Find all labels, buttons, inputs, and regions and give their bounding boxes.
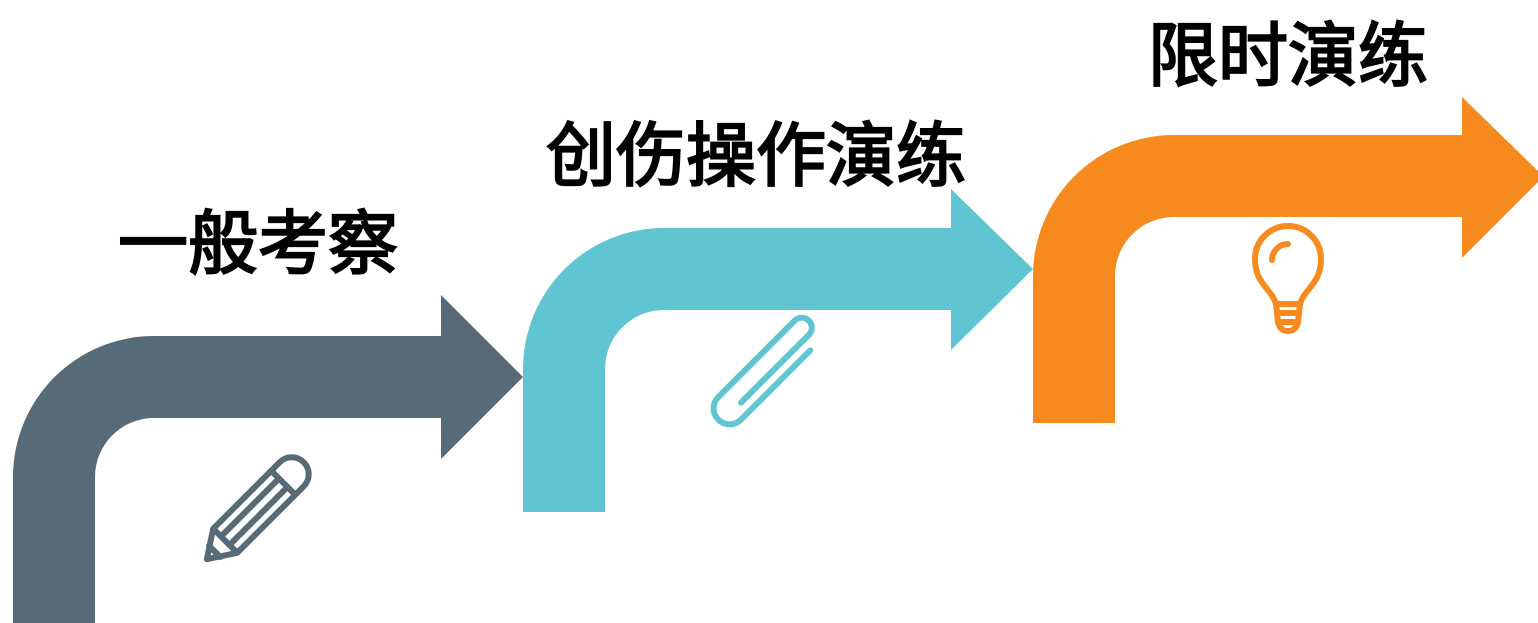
- pencil-icon: [203, 454, 312, 563]
- step-2-arrow: [523, 189, 1033, 512]
- step-1-arrow: [13, 295, 523, 623]
- step-2-title: 创伤操作演练: [545, 115, 966, 197]
- step-3-title: 限时演练: [1148, 15, 1428, 97]
- lightbulb-icon: [1252, 223, 1324, 334]
- paperclip-icon: [710, 314, 815, 428]
- step-1-title: 一般考察: [118, 203, 398, 285]
- step-3-arrow: [1033, 97, 1538, 423]
- step-2: 创伤操作演练: [523, 115, 1033, 512]
- step-3: 限时演练: [1033, 15, 1538, 423]
- step-1: 一般考察: [13, 203, 523, 623]
